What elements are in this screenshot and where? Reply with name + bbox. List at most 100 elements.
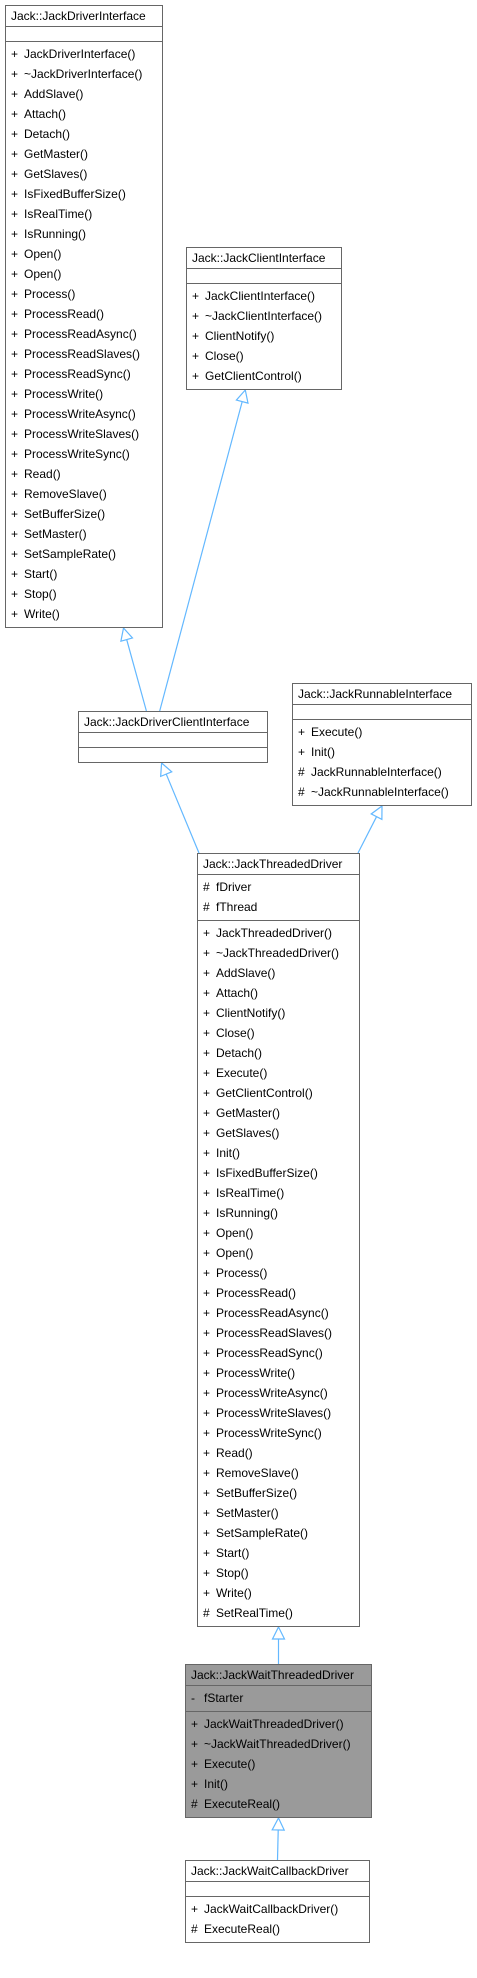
method-row[interactable]: +Attach() — [198, 983, 359, 1003]
method-row[interactable]: +Init() — [293, 742, 471, 762]
method-row[interactable]: +SetMaster() — [198, 1503, 359, 1523]
method-row[interactable]: +JackWaitCallbackDriver() — [186, 1899, 369, 1919]
class-name[interactable]: Jack::JackRunnableInterface — [293, 684, 471, 705]
method-row[interactable]: #ExecuteReal() — [186, 1794, 371, 1814]
method-row[interactable]: +GetClientControl() — [198, 1083, 359, 1103]
method-row[interactable]: +ClientNotify() — [187, 326, 341, 346]
method-row[interactable]: +Stop() — [6, 584, 162, 604]
method-row[interactable]: +IsRealTime() — [198, 1183, 359, 1203]
method-row[interactable]: +Start() — [198, 1543, 359, 1563]
method-row[interactable]: +GetMaster() — [6, 144, 162, 164]
method-row[interactable]: +~JackWaitThreadedDriver() — [186, 1734, 371, 1754]
method-row[interactable]: +ProcessReadAsync() — [198, 1303, 359, 1323]
method-row[interactable]: +ProcessRead() — [198, 1283, 359, 1303]
method-row[interactable]: +~JackThreadedDriver() — [198, 943, 359, 963]
method-row[interactable]: +ProcessReadAsync() — [6, 324, 162, 344]
method-row[interactable]: #JackRunnableInterface() — [293, 762, 471, 782]
method-row[interactable]: +Start() — [6, 564, 162, 584]
method-row[interactable]: +Write() — [6, 604, 162, 624]
method-row[interactable]: +ProcessReadSync() — [198, 1343, 359, 1363]
method-row[interactable]: +GetSlaves() — [198, 1123, 359, 1143]
method-row[interactable]: +SetMaster() — [6, 524, 162, 544]
attribute-row[interactable]: -fStarter — [186, 1688, 371, 1708]
class-name[interactable]: Jack::JackDriverClientInterface — [79, 712, 267, 733]
class-box-threadedDriver[interactable]: Jack::JackThreadedDriver#fDriver#fThread… — [197, 853, 360, 1627]
method-row[interactable]: +IsRealTime() — [6, 204, 162, 224]
method-row[interactable]: +RemoveSlave() — [6, 484, 162, 504]
method-row[interactable]: +GetSlaves() — [6, 164, 162, 184]
attribute-row[interactable]: #fDriver — [198, 877, 359, 897]
method-row[interactable]: +ProcessWriteSlaves() — [6, 424, 162, 444]
method-row[interactable]: +Write() — [198, 1583, 359, 1603]
class-name[interactable]: Jack::JackDriverInterface — [6, 6, 162, 27]
method-row[interactable]: +Close() — [198, 1023, 359, 1043]
method-row[interactable]: +RemoveSlave() — [198, 1463, 359, 1483]
method-row[interactable]: +Read() — [198, 1443, 359, 1463]
method-row[interactable]: +~JackDriverInterface() — [6, 64, 162, 84]
visibility-marker: + — [203, 1366, 211, 1380]
class-box-driverInterface[interactable]: Jack::JackDriverInterface+JackDriverInte… — [5, 5, 163, 628]
method-row[interactable]: +ProcessReadSync() — [6, 364, 162, 384]
method-row[interactable]: +ProcessReadSlaves() — [198, 1323, 359, 1343]
method-row[interactable]: +Open() — [198, 1223, 359, 1243]
class-name[interactable]: Jack::JackWaitThreadedDriver — [186, 1665, 371, 1686]
method-row[interactable]: +Close() — [187, 346, 341, 366]
method-row[interactable]: +SetBufferSize() — [6, 504, 162, 524]
method-row[interactable]: +Execute() — [293, 722, 471, 742]
method-row[interactable]: +ProcessWriteAsync() — [198, 1383, 359, 1403]
attribute-row[interactable]: #fThread — [198, 897, 359, 917]
method-row[interactable]: +Detach() — [6, 124, 162, 144]
method-row[interactable]: +ProcessWriteAsync() — [6, 404, 162, 424]
method-row[interactable]: +Process() — [198, 1263, 359, 1283]
method-row[interactable]: +Open() — [198, 1243, 359, 1263]
method-row[interactable]: +IsRunning() — [198, 1203, 359, 1223]
method-row[interactable]: +Detach() — [198, 1043, 359, 1063]
method-row[interactable]: +ProcessReadSlaves() — [6, 344, 162, 364]
class-box-clientInterface[interactable]: Jack::JackClientInterface+JackClientInte… — [186, 247, 342, 390]
method-row[interactable]: +Open() — [6, 264, 162, 284]
method-row[interactable]: +JackWaitThreadedDriver() — [186, 1714, 371, 1734]
method-row[interactable]: +AddSlave() — [6, 84, 162, 104]
method-row[interactable]: +AddSlave() — [198, 963, 359, 983]
method-row[interactable]: +~JackClientInterface() — [187, 306, 341, 326]
method-row[interactable]: #ExecuteReal() — [186, 1919, 369, 1939]
method-row[interactable]: +GetClientControl() — [187, 366, 341, 386]
class-name[interactable]: Jack::JackThreadedDriver — [198, 854, 359, 875]
method-row[interactable]: #~JackRunnableInterface() — [293, 782, 471, 802]
method-row[interactable]: +Open() — [6, 244, 162, 264]
method-row[interactable]: +Process() — [6, 284, 162, 304]
method-row[interactable]: +JackThreadedDriver() — [198, 923, 359, 943]
method-row[interactable]: +IsFixedBufferSize() — [198, 1163, 359, 1183]
method-row[interactable]: +ProcessWrite() — [6, 384, 162, 404]
method-row[interactable]: +ProcessWriteSync() — [198, 1423, 359, 1443]
method-row[interactable]: #SetRealTime() — [198, 1603, 359, 1623]
method-row[interactable]: +JackDriverInterface() — [6, 44, 162, 64]
method-row[interactable]: +JackClientInterface() — [187, 286, 341, 306]
method-row[interactable]: +Stop() — [198, 1563, 359, 1583]
class-box-driverClientInterface[interactable]: Jack::JackDriverClientInterface — [78, 711, 268, 763]
method-row[interactable]: +ClientNotify() — [198, 1003, 359, 1023]
method-row[interactable]: +Execute() — [198, 1063, 359, 1083]
class-box-waitThreadedDriver[interactable]: Jack::JackWaitThreadedDriver-fStarter+Ja… — [185, 1664, 372, 1818]
class-box-runnableInterface[interactable]: Jack::JackRunnableInterface+Execute()+In… — [292, 683, 472, 806]
method-row[interactable]: +SetSampleRate() — [6, 544, 162, 564]
method-row[interactable]: +ProcessWriteSlaves() — [198, 1403, 359, 1423]
method-row[interactable]: +Init() — [198, 1143, 359, 1163]
methods-section: +JackWaitCallbackDriver()#ExecuteReal() — [186, 1897, 369, 1942]
method-row[interactable]: +Execute() — [186, 1754, 371, 1774]
method-row[interactable]: +ProcessRead() — [6, 304, 162, 324]
member-name: SetBufferSize() — [24, 507, 106, 521]
method-row[interactable]: +ProcessWriteSync() — [6, 444, 162, 464]
method-row[interactable]: +SetBufferSize() — [198, 1483, 359, 1503]
class-box-waitCallbackDriver[interactable]: Jack::JackWaitCallbackDriver+JackWaitCal… — [185, 1860, 370, 1943]
method-row[interactable]: +ProcessWrite() — [198, 1363, 359, 1383]
method-row[interactable]: +IsFixedBufferSize() — [6, 184, 162, 204]
class-name[interactable]: Jack::JackWaitCallbackDriver — [186, 1861, 369, 1882]
method-row[interactable]: +Init() — [186, 1774, 371, 1794]
method-row[interactable]: +Attach() — [6, 104, 162, 124]
method-row[interactable]: +Read() — [6, 464, 162, 484]
method-row[interactable]: +IsRunning() — [6, 224, 162, 244]
method-row[interactable]: +SetSampleRate() — [198, 1523, 359, 1543]
class-name[interactable]: Jack::JackClientInterface — [187, 248, 341, 269]
method-row[interactable]: +GetMaster() — [198, 1103, 359, 1123]
